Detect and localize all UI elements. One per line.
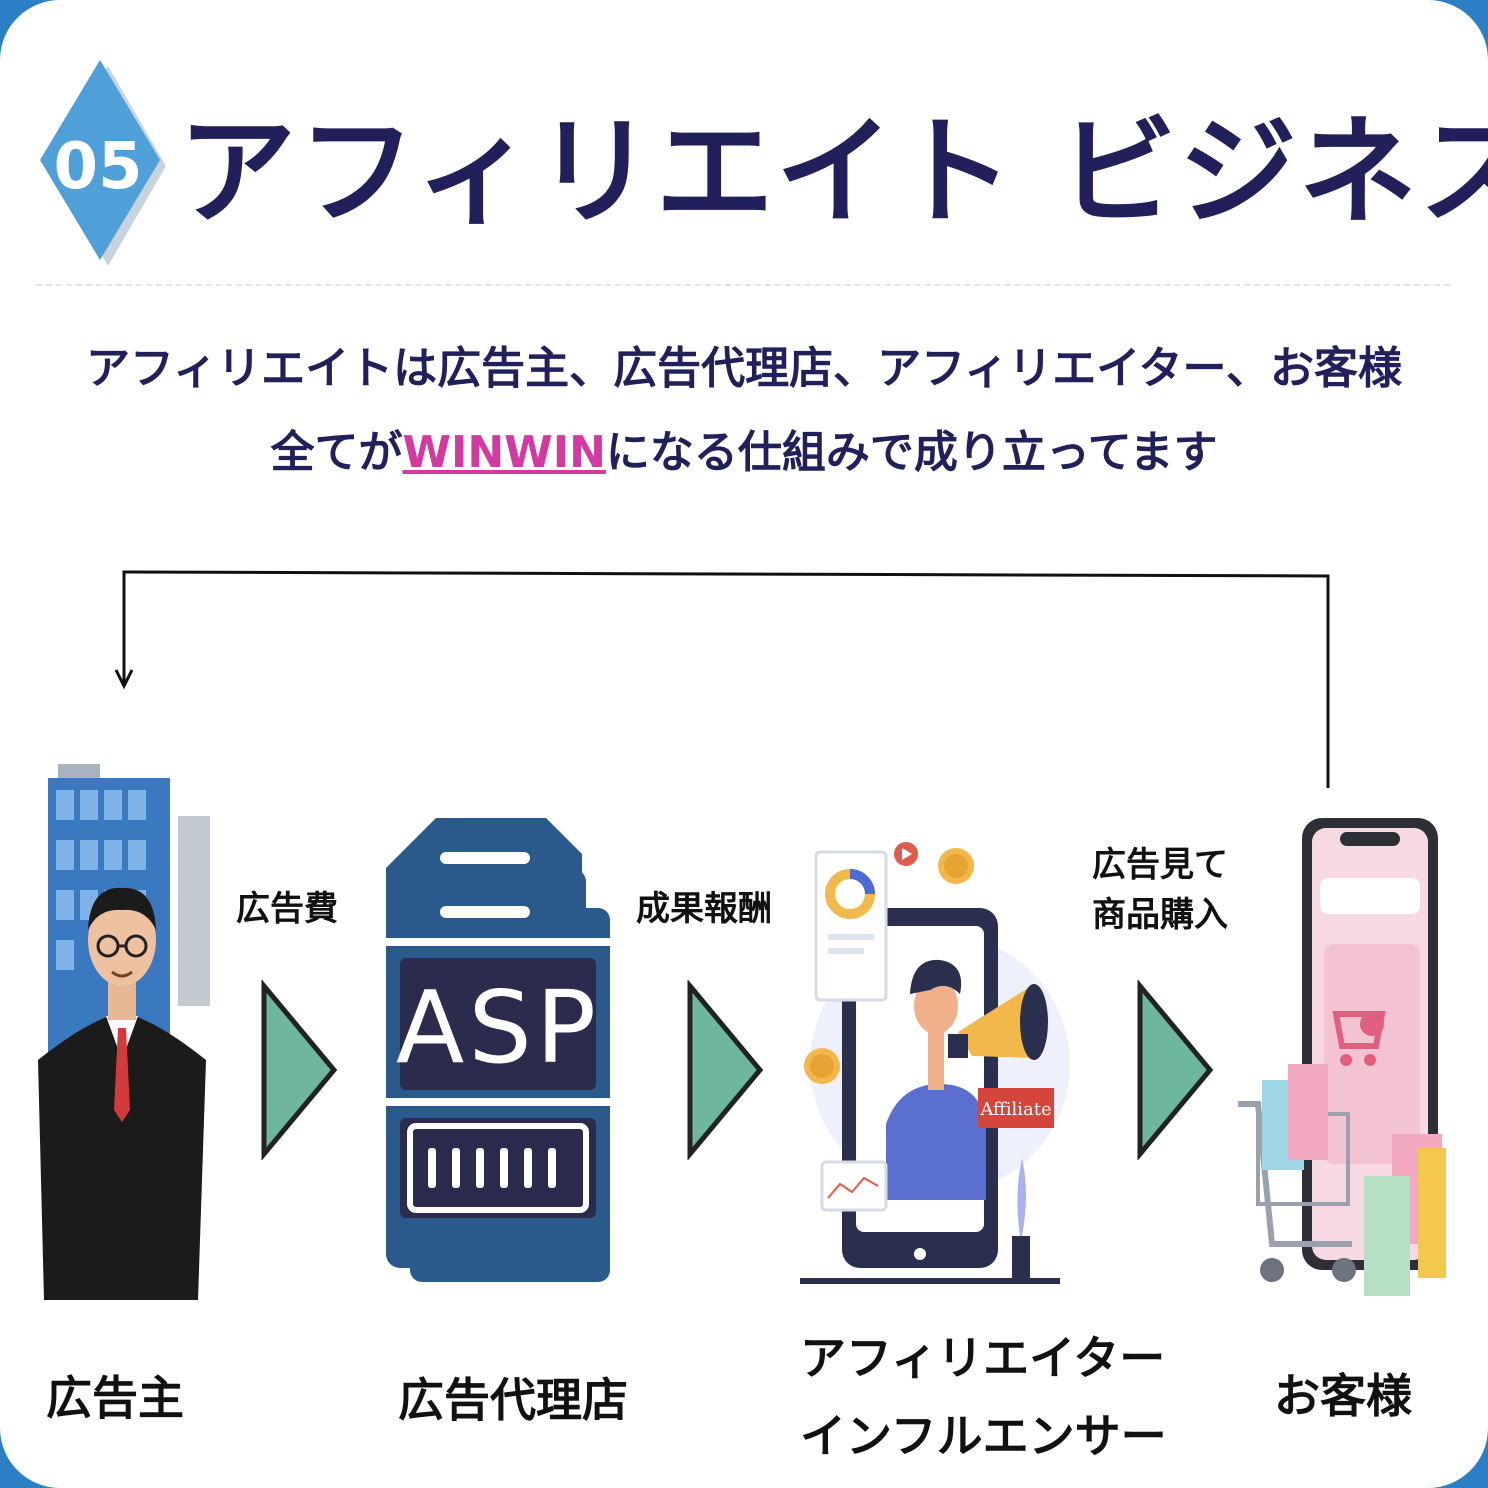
edge-label-ad-cost: 広告費 — [222, 884, 352, 934]
edge-label-purchase: 広告見て 商品購入 — [1092, 840, 1228, 940]
flow-arrow-1 — [258, 980, 342, 1160]
node-label-affiliate-line2: インフルエンサー — [800, 1400, 1070, 1466]
asp-label: ASP — [396, 969, 600, 1086]
edge-label-purchase-line1: 広告見て — [1092, 840, 1228, 890]
edge-label-purchase-line2: 商品購入 — [1092, 890, 1228, 940]
flow-arrow-3 — [1134, 980, 1218, 1160]
smartphone-shopping-icon — [1232, 814, 1452, 1304]
edge-label-commission: 成果報酬 — [634, 884, 774, 934]
flow-arrow-2 — [684, 980, 768, 1160]
node-label-agency: アフィリエイター — [800, 1322, 1070, 1388]
node-label-advertiser: 広告主 — [40, 1362, 190, 1428]
node-label-customer: お客様 — [1268, 1360, 1418, 1426]
businessman-building-icon — [28, 760, 218, 1300]
megaphone-influencer-icon: Affiliate — [790, 834, 1070, 1286]
affiliate-sign-text: Affiliate — [979, 1099, 1051, 1120]
node-label-agency-main: 広告代理店 — [398, 1364, 598, 1430]
asp-document-icon: ASP — [386, 818, 612, 1284]
